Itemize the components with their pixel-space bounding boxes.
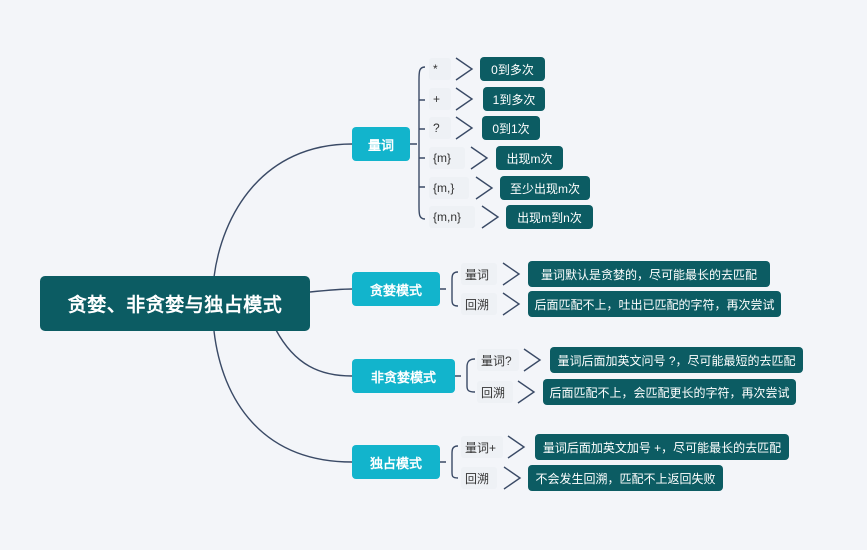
root-topic[interactable]: 贪婪、非贪婪与独占模式 (40, 276, 310, 331)
leaf-m-n-desc[interactable]: 出现m到n次 (506, 205, 593, 229)
leaf-greedy-backtrack-desc[interactable]: 后面匹配不上，吐出已匹配的字符，再次尝试 (528, 291, 781, 317)
label-nongreedy-quantifier: 量词? (477, 349, 519, 371)
label-nongreedy-backtrack: 回溯 (477, 381, 513, 403)
branch-nongreedy[interactable]: 非贪婪模式 (352, 359, 455, 393)
label-m-comma: {m,} (429, 177, 469, 199)
arrow-1 (455, 87, 474, 111)
leaf-star-desc[interactable]: 0到多次 (480, 57, 545, 81)
brace-greedy (440, 271, 459, 307)
arrow-6 (502, 262, 521, 286)
leaf-plus-desc[interactable]: 1到多次 (483, 87, 545, 111)
brace-quantifier (410, 66, 426, 220)
connector-root-greedy (309, 288, 353, 293)
label-star: * (429, 58, 451, 80)
arrow-4 (475, 176, 494, 200)
connector-root-quantifier (213, 143, 353, 278)
leaf-greedy-quantifier-desc[interactable]: 量词默认是贪婪的，尽可能最长的去匹配 (528, 261, 770, 287)
arrow-0 (455, 57, 474, 81)
connector-root-possessive (213, 330, 353, 463)
label-possessive-backtrack: 回溯 (461, 467, 497, 489)
arrow-5 (481, 205, 500, 229)
branch-quantifier[interactable]: 量词 (352, 127, 410, 161)
arrow-3 (470, 146, 489, 170)
branch-possessive[interactable]: 独占模式 (352, 445, 440, 479)
label-m-n: {m,n} (429, 206, 475, 228)
label-m: {m} (429, 147, 465, 169)
leaf-question-desc[interactable]: 0到1次 (482, 116, 540, 140)
leaf-nongreedy-quantifier-desc[interactable]: 量词后面加英文问号 ?，尽可能最短的去匹配 (550, 347, 803, 373)
arrow-10 (507, 435, 526, 459)
label-possessive-quantifier: 量词+ (461, 436, 503, 458)
leaf-possessive-quantifier-desc[interactable]: 量词后面加英文加号 +，尽可能最长的去匹配 (535, 434, 789, 460)
branch-greedy[interactable]: 贪婪模式 (352, 272, 440, 306)
arrow-8 (523, 348, 542, 372)
arrow-9 (517, 380, 536, 404)
arrow-11 (503, 466, 522, 490)
leaf-nongreedy-backtrack-desc[interactable]: 后面匹配不上，会匹配更长的字符，再次尝试 (543, 379, 796, 405)
label-greedy-backtrack: 回溯 (461, 293, 497, 315)
brace-possessive (440, 445, 459, 479)
connector-root-nongreedy (275, 329, 353, 377)
leaf-possessive-backtrack-desc[interactable]: 不会发生回溯，匹配不上返回失败 (528, 465, 723, 491)
arrow-7 (502, 292, 521, 316)
brace-nongreedy (455, 358, 476, 393)
leaf-m-desc[interactable]: 出现m次 (496, 146, 563, 170)
label-greedy-quantifier: 量词 (461, 263, 497, 285)
arrow-2 (455, 116, 474, 140)
label-question: ? (429, 117, 451, 139)
label-plus: + (429, 88, 451, 110)
leaf-m-comma-desc[interactable]: 至少出现m次 (500, 176, 590, 200)
